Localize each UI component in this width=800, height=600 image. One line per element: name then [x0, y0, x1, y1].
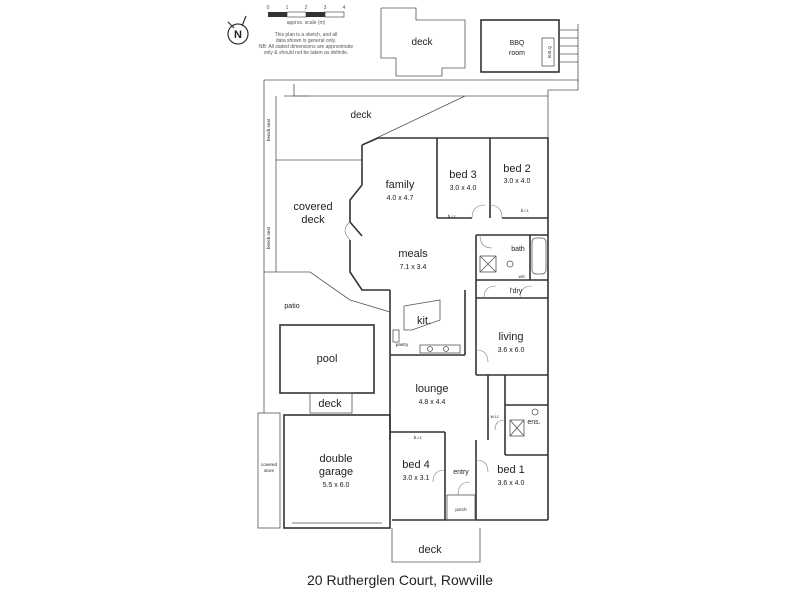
disclaimer-line-2: data shown is general only. [276, 38, 336, 44]
door-swings [344, 204, 533, 496]
bed1-label: bed 1 [497, 464, 525, 476]
compass: N [227, 15, 249, 45]
top-deck-structure: B.B.Q [380, 7, 579, 82]
scale-number-0: 0 [267, 5, 270, 11]
bbq-unit-label: B.B.Q [547, 46, 552, 59]
wc-label: w/c [519, 274, 527, 279]
covered-store-label-line1: covered [261, 462, 278, 467]
scale-caption: approx. scale (m) [287, 20, 326, 26]
garage-dims: 5.5 x 6.0 [323, 482, 350, 489]
bed2-label: bed 2 [503, 163, 531, 175]
bbq-room-label-line2: room [509, 50, 525, 57]
front-deck-label: deck [418, 544, 442, 556]
porch-label: porch [455, 507, 467, 512]
patio-label: patio [284, 303, 299, 310]
bench-seat-label-upper: bench seat [266, 118, 271, 141]
kitchen-fittings [392, 299, 461, 354]
main-deck-label: deck [350, 110, 372, 121]
covered-deck-label-line2: deck [301, 214, 325, 226]
bed4-label: bed 4 [402, 459, 430, 471]
bbq-room-label-line1: BBQ [510, 40, 525, 47]
main-deck-outline [263, 79, 579, 272]
scale-bar: 0 1 2 3 4 approx. scale (m) This plan is… [259, 5, 353, 56]
meals-dims: 7.1 x 3.4 [400, 264, 427, 271]
bath-label: bath [511, 246, 525, 253]
covered-store-label-line2: store [264, 468, 275, 473]
wir-label: w.i.r. [490, 414, 499, 419]
kitchen-label: kit. [417, 315, 431, 327]
bed3-label: bed 3 [449, 169, 477, 181]
disclaimer-line-4: only & should not be taken as definite. [264, 50, 349, 56]
pool-deck-label: deck [318, 398, 342, 410]
living-dims: 3.6 x 6.0 [498, 347, 525, 354]
garage-label-line2: garage [319, 466, 353, 478]
bed1-dims: 3.6 x 4.0 [498, 480, 525, 487]
bench-seat-label-lower: bench seat [266, 226, 271, 249]
bed4-bir-label: b.i.r. [414, 435, 423, 440]
bed2-bir-label: b.i.r. [521, 208, 530, 213]
disclaimer-line-3: NB: All stated dimensions are approximat… [259, 44, 353, 50]
bed4-dims: 3.0 x 3.1 [403, 475, 430, 482]
laundry-label: l'dry [510, 288, 523, 295]
disclaimer-line-1: This plan is a sketch, and all [275, 32, 338, 38]
lounge-label: lounge [415, 383, 448, 395]
covered-deck-label-line1: covered [293, 201, 332, 213]
living-label: living [498, 331, 523, 343]
entry-label: entry [453, 469, 469, 476]
top-deck-label: deck [411, 37, 433, 48]
scale-number-2: 2 [305, 5, 308, 11]
bed3-dims: 3.0 x 4.0 [450, 185, 477, 192]
lounge-dims: 4.8 x 4.4 [419, 399, 446, 406]
scale-number-4: 4 [343, 5, 346, 11]
bed3-bir-label: b.i.r. [448, 214, 457, 219]
pantry-label: pantry [396, 342, 409, 347]
scale-number-1: 1 [286, 5, 289, 11]
house-walls [257, 137, 549, 563]
ensuite-label: ens. [527, 419, 540, 426]
scale-number-3: 3 [324, 5, 327, 11]
meals-label: meals [398, 248, 428, 260]
bath-fittings [479, 237, 547, 437]
garage-label-line1: double [319, 453, 352, 465]
pool-label: pool [317, 353, 338, 365]
family-dims: 4.0 x 4.7 [387, 195, 414, 202]
bed2-dims: 3.0 x 4.0 [504, 178, 531, 185]
family-label: family [386, 179, 415, 191]
address-caption: 20 Rutherglen Court, Rowville [307, 572, 493, 588]
compass-letter: N [234, 29, 242, 41]
